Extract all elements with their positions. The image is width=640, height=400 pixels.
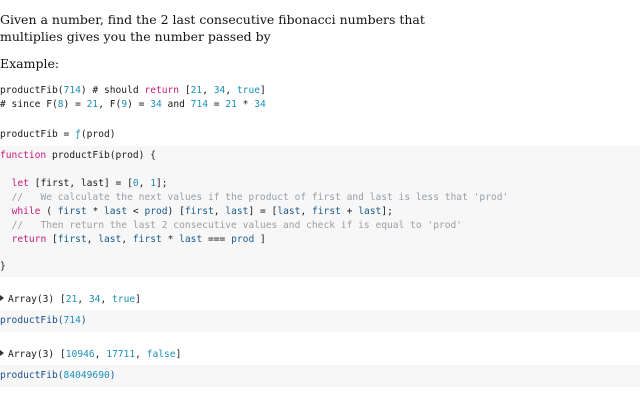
input-cell-1[interactable]: productFib(714) (0, 310, 640, 332)
expand-triangle-icon[interactable] (0, 295, 4, 301)
definition-output[interactable]: productFib = ƒ(prod) (0, 129, 116, 140)
input-cell-1-code: productFib(714) (0, 315, 87, 326)
code-line-close: } (0, 261, 6, 272)
code-line-1: function productFib(prod) { (0, 150, 156, 161)
input-cell-2[interactable]: productFib(84049690) (0, 365, 640, 387)
example-line-2: # since F(8) = 21, F(9) = 34 and 714 = 2… (0, 99, 266, 110)
expand-triangle-icon[interactable] (0, 350, 4, 356)
code-line-return: return [first, last, first * last === pr… (11, 234, 266, 245)
example-line-1: productFib(714) # should return [21, 34,… (0, 85, 266, 96)
code-line-while: while ( first * last < prod) [first, las… (11, 206, 393, 217)
description-line-1: Given a number, find the 2 last consecut… (0, 12, 425, 27)
code-cell[interactable]: function productFib(prod) { let [first, … (0, 146, 640, 277)
example-label: Example: (0, 56, 60, 71)
input-cell-2-code: productFib(84049690) (0, 370, 116, 381)
result-output-2[interactable]: Array(3) [10946, 17711, false] (0, 348, 181, 362)
function-glyph[interactable]: ƒ (75, 129, 81, 140)
description-line-2: multiplies gives you the number passed b… (0, 29, 271, 44)
result-output-1[interactable]: Array(3) [21, 34, true] (0, 293, 141, 307)
code-comment-2: // Then return the last 2 consecutive va… (11, 220, 463, 231)
definition-name: productFib (0, 129, 58, 140)
code-comment-1: // We calculate the next values if the p… (11, 192, 509, 203)
code-line-2: let [first, last] = [0, 1]; (11, 178, 168, 189)
